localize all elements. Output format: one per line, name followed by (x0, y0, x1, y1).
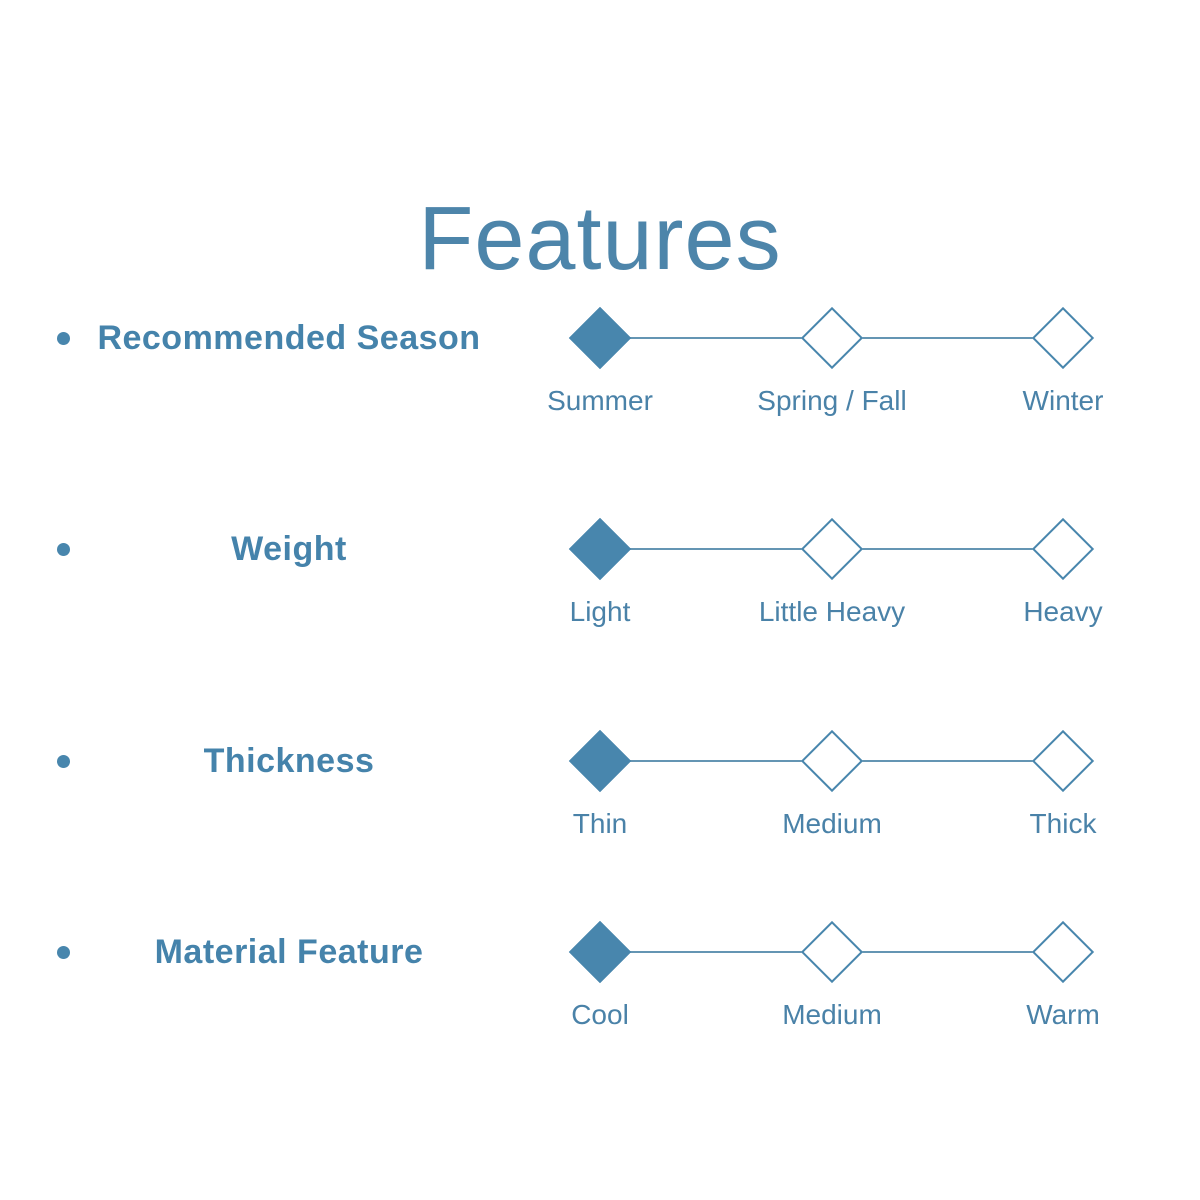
feature-row-thickness: Thickness Thin Medium Thick (0, 729, 1200, 850)
diamond-outline-icon (1031, 729, 1095, 793)
feature-name: Material Feature (154, 933, 424, 971)
feature-row-material-feature: Material Feature Cool Medium Warm (0, 920, 1200, 1041)
option-label: Winter (1022, 385, 1104, 416)
diamond-filled-icon (568, 729, 632, 793)
rating-scale: Summer Spring / Fall Winter (0, 306, 1200, 427)
rating-scale: Cool Medium Warm (0, 920, 1200, 1041)
diamond-filled-icon (568, 920, 632, 984)
bullet-icon (57, 332, 70, 345)
option-label: Little Heavy (758, 596, 906, 627)
option-label: Medium (782, 999, 882, 1030)
option-label: Cool (571, 999, 629, 1030)
diamond-outline-icon (1031, 306, 1095, 370)
feature-row-recommended-season: Recommended Season Summer Spring / Fall … (0, 306, 1200, 427)
diamond-outline-icon (1031, 517, 1095, 581)
bullet-icon (57, 755, 70, 768)
option-label: Summer (547, 385, 653, 416)
bullet-icon (57, 543, 70, 556)
option-label: Thin (572, 808, 628, 839)
feature-name: Thickness (203, 742, 375, 780)
diamond-outline-icon (800, 306, 864, 370)
option-label: Warm (1026, 999, 1100, 1030)
rating-scale: Light Little Heavy Heavy (0, 517, 1200, 638)
page-title: Features (418, 189, 782, 290)
feature-name: Recommended Season (97, 319, 481, 357)
option-label: Spring / Fall (757, 385, 907, 416)
diamond-outline-icon (800, 920, 864, 984)
feature-row-weight: Weight Light Little Heavy Heavy (0, 517, 1200, 638)
bullet-icon (57, 946, 70, 959)
diamond-filled-icon (568, 517, 632, 581)
option-label: Heavy (1023, 596, 1103, 627)
feature-name: Weight (231, 530, 347, 568)
diamond-filled-icon (568, 306, 632, 370)
rating-scale: Thin Medium Thick (0, 729, 1200, 850)
diamond-outline-icon (800, 517, 864, 581)
diamond-outline-icon (800, 729, 864, 793)
option-label: Medium (782, 808, 882, 839)
diamond-outline-icon (1031, 920, 1095, 984)
option-label: Light (569, 596, 631, 627)
option-label: Thick (1029, 808, 1097, 839)
